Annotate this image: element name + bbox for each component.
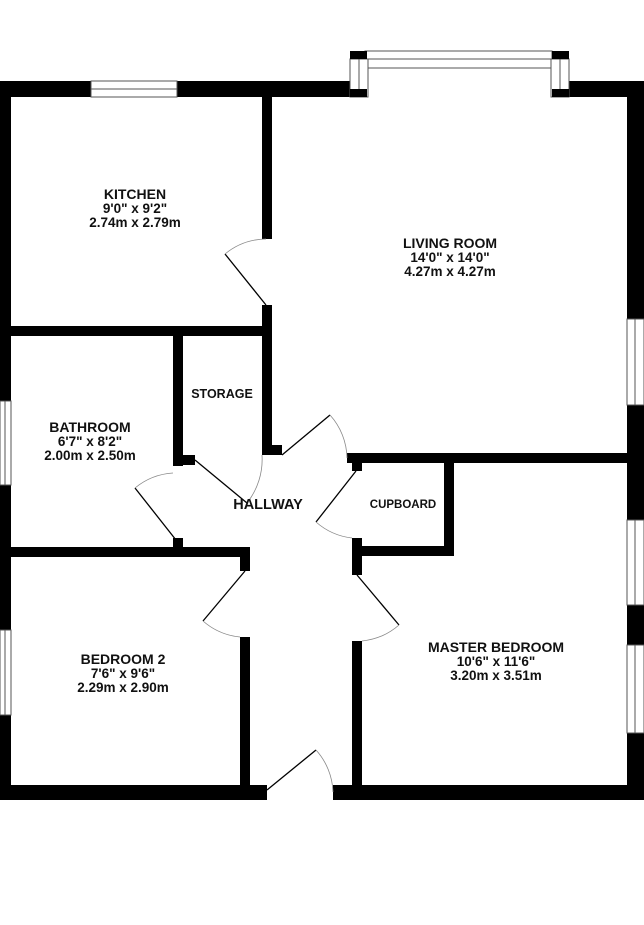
room-label-master-bedroom: MASTER BEDROOM 10'6" x 11'6" 3.20m x 3.5… xyxy=(428,640,564,683)
room-dim-imperial: 14'0" x 14'0" xyxy=(410,249,490,265)
wall-right-1 xyxy=(627,81,644,319)
wall-left-1 xyxy=(0,81,11,401)
room-name: MASTER BEDROOM xyxy=(427,639,565,655)
wall-cupboard-right xyxy=(444,453,454,556)
wall-right-4 xyxy=(627,733,644,800)
room-name: LIVING ROOM xyxy=(402,235,498,251)
room-dim-metric: 4.27m x 4.27m xyxy=(404,263,496,279)
windows xyxy=(0,50,644,734)
room-dim-imperial: 7'6" x 9'6" xyxy=(90,665,156,681)
wall-top-left xyxy=(0,81,91,97)
room-name: BEDROOM 2 xyxy=(80,651,166,667)
wall-storage-stub-left xyxy=(173,455,195,465)
wall-master-left xyxy=(352,641,362,792)
door-kitchen[interactable] xyxy=(224,238,267,306)
room-label-cupboard: CUPBOARD xyxy=(370,499,436,511)
bay-window-corners xyxy=(350,51,569,97)
wall-bed2-stub xyxy=(240,547,250,571)
wall-top-right xyxy=(553,81,644,97)
wall-bottom-right xyxy=(333,785,644,800)
wall-kitchen-bottom xyxy=(0,326,272,336)
room-label-hallway: HALLWAY xyxy=(233,497,303,513)
room-dim-metric: 2.74m x 2.79m xyxy=(89,214,181,230)
room-dim-imperial: 10'6" x 11'6" xyxy=(456,653,536,669)
door-bedroom2[interactable] xyxy=(202,570,246,638)
room-dim-imperial: 6'7" x 8'2" xyxy=(57,433,123,449)
room-label-living-room: LIVING ROOM 14'0" x 14'0" 4.27m x 4.27m xyxy=(403,236,497,279)
door-living-room[interactable] xyxy=(281,414,348,459)
room-label-bedroom-2: BEDROOM 2 7'6" x 9'6" 2.29m x 2.90m xyxy=(77,652,169,695)
room-dim-metric: 2.29m x 2.90m xyxy=(77,679,169,695)
door-entrance[interactable] xyxy=(266,749,334,793)
room-name: HALLWAY xyxy=(233,497,303,513)
room-name: BATHROOM xyxy=(49,419,131,435)
door-cupboard[interactable] xyxy=(315,470,357,539)
room-label-bathroom: BATHROOM 6'7" x 8'2" 2.00m x 2.50m xyxy=(44,420,136,463)
door-bathroom[interactable] xyxy=(134,472,177,541)
wall-storage-left xyxy=(173,326,183,466)
wall-bottom-left xyxy=(0,785,267,800)
wall-cupboard-top-stub xyxy=(352,453,362,471)
wall-right-3 xyxy=(627,605,644,645)
room-dim-metric: 2.00m x 2.50m xyxy=(44,447,136,463)
wall-left-2 xyxy=(0,485,11,630)
wall-bath-bottom xyxy=(0,547,250,557)
door-storage[interactable] xyxy=(194,454,263,504)
wall-living-bottom xyxy=(347,453,644,463)
room-dim-imperial: 9'0" x 9'2" xyxy=(102,200,168,216)
walls xyxy=(0,81,644,800)
room-label-storage: STORAGE xyxy=(191,387,253,401)
doors xyxy=(134,238,400,793)
room-name: KITCHEN xyxy=(103,186,167,202)
wall-storage-stub xyxy=(262,445,282,455)
room-name: STORAGE xyxy=(191,387,253,401)
room-name: CUPBOARD xyxy=(369,499,437,511)
wall-left-3 xyxy=(0,715,11,800)
wall-top-mid xyxy=(177,81,350,97)
wall-kitchen-living-upper xyxy=(262,97,272,239)
door-master-bedroom[interactable] xyxy=(356,574,400,642)
wall-cupboard-left-stub xyxy=(352,538,362,575)
wall-bath-stub xyxy=(173,538,183,550)
room-dim-metric: 3.20m x 3.51m xyxy=(450,667,542,683)
room-label-kitchen: KITCHEN 9'0" x 9'2" 2.74m x 2.79m xyxy=(89,187,181,230)
wall-bed2-right xyxy=(240,637,250,792)
wall-cupboard-bottom xyxy=(352,546,454,556)
wall-kitchen-living-lower xyxy=(262,305,272,455)
